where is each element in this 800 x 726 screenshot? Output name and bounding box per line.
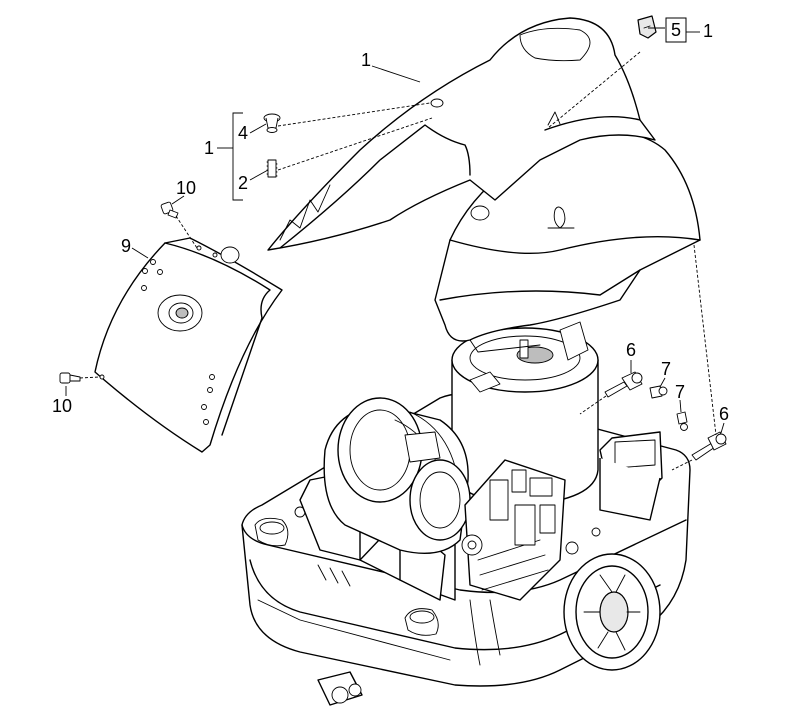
nipple-upper-part	[649, 385, 668, 399]
leader-lines	[65, 27, 725, 471]
callout-nipple-upper: 7	[661, 359, 671, 379]
front-panel	[94, 237, 283, 453]
clip-part	[637, 15, 657, 39]
hood-front	[267, 17, 656, 251]
callout-group-left: 1	[204, 138, 214, 158]
callout-elbow-upper: 6	[626, 340, 636, 360]
callout-box-5	[665, 17, 687, 43]
callout-nipple-lower: 7	[675, 382, 685, 402]
screw-top-part	[160, 201, 179, 219]
caster	[317, 671, 363, 706]
wheel	[563, 553, 661, 671]
spring-part	[266, 159, 278, 178]
callout-clip: 5	[671, 20, 681, 40]
callout-screw-bottom: 10	[52, 396, 72, 416]
callout-panel: 9	[121, 236, 131, 256]
screw-bottom-part	[59, 372, 81, 384]
nipple-lower-part	[676, 411, 688, 431]
chassis-base	[241, 321, 691, 706]
callout-spring: 2	[238, 173, 248, 193]
elbow-lower-part	[691, 431, 727, 461]
callout-clip-group: 1	[703, 21, 713, 41]
elbow-upper-part	[604, 371, 643, 398]
pump-assembly	[461, 459, 566, 666]
callout-plug: 4	[238, 123, 248, 143]
callout-elbow-lower: 6	[719, 404, 729, 424]
plug-part	[263, 113, 281, 133]
motor	[323, 397, 471, 555]
callout-hood-front: 1	[361, 50, 371, 70]
callout-screw-top: 10	[176, 178, 196, 198]
